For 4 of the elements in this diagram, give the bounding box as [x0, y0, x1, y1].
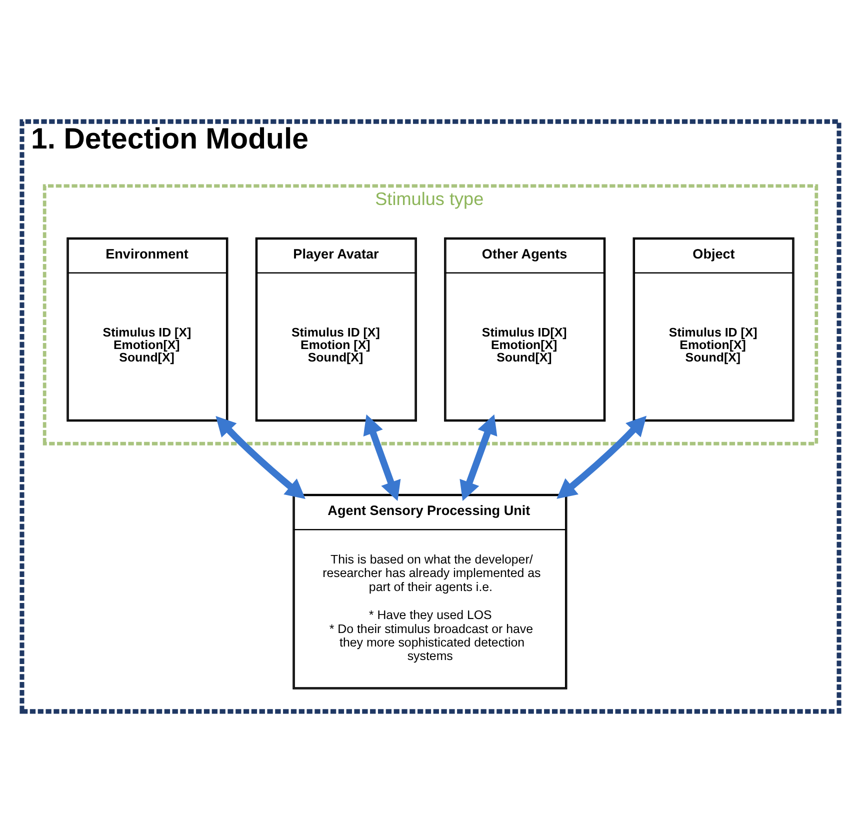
arrow: [460, 414, 498, 500]
arrow: [363, 414, 401, 500]
arrow: [216, 415, 306, 499]
arrow: [556, 415, 647, 498]
